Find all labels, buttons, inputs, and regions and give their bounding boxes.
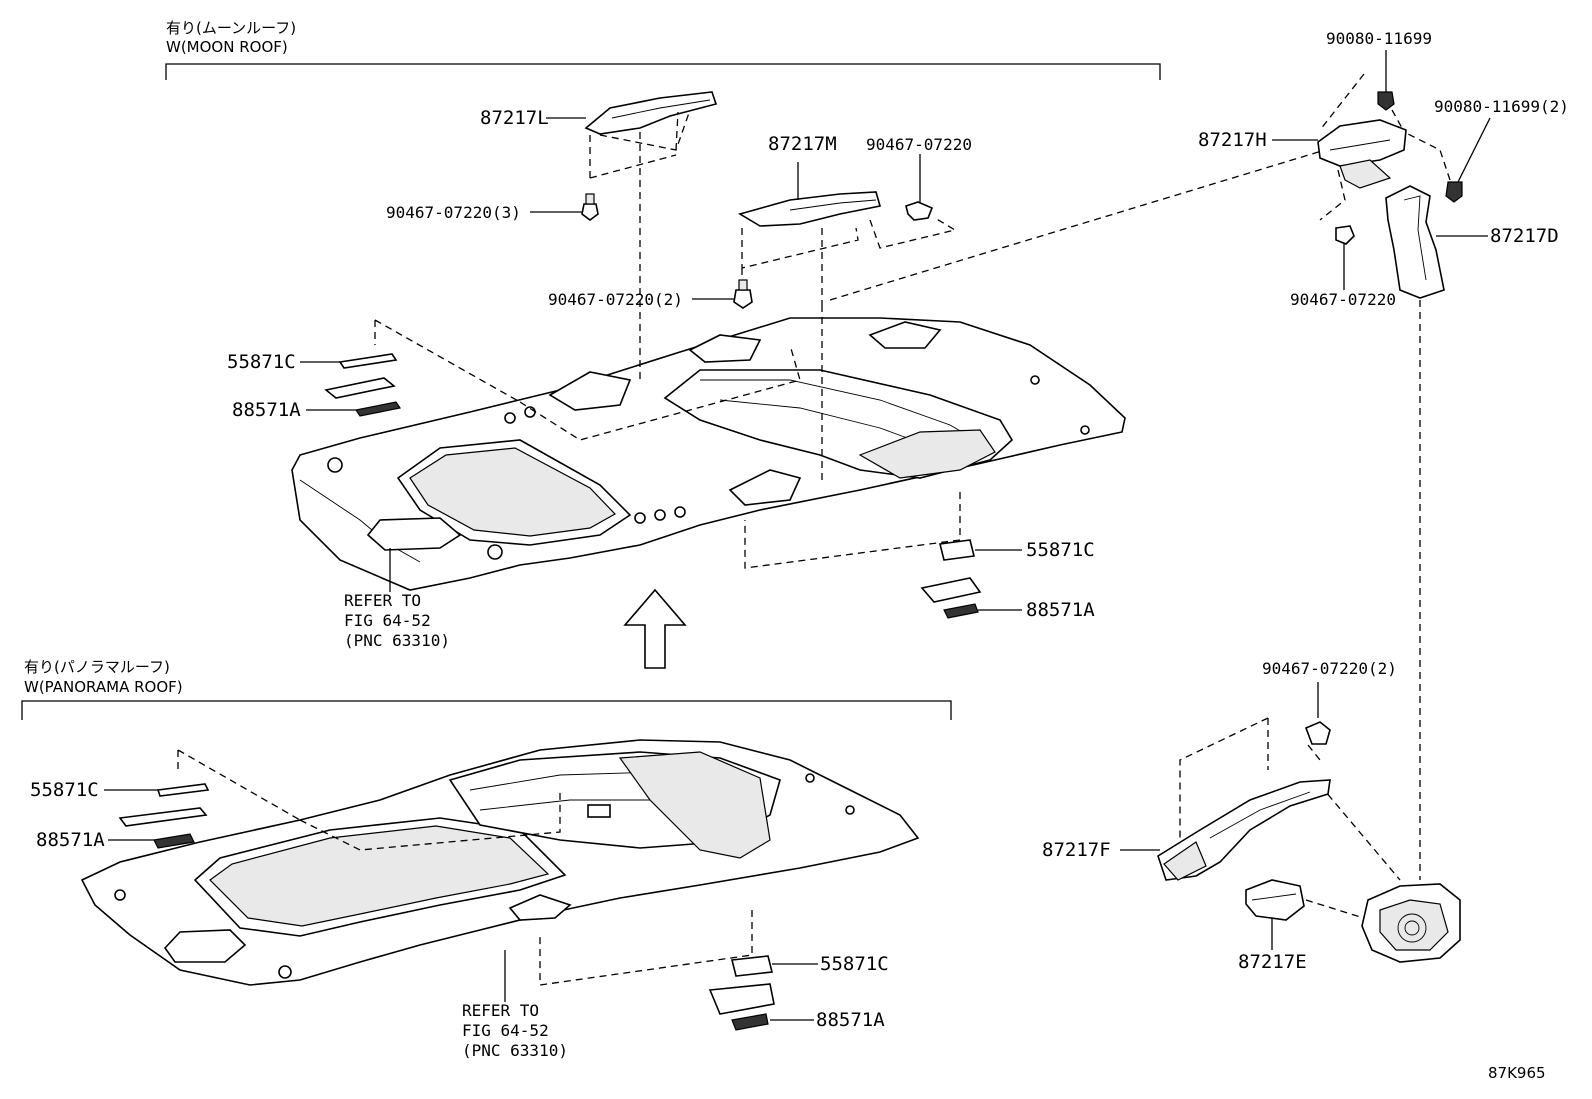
duct-87217E [1245, 879, 1305, 921]
clip-90467-07220-2-low [1304, 721, 1331, 745]
clip-90467-07220-3 [581, 193, 599, 221]
callout-87217H: 87217H [1198, 129, 1267, 151]
lamp-88571A-upper-right [943, 603, 979, 619]
screw-90080-11699-2 [1445, 181, 1463, 203]
callout-90467-07220-2-low: 90467-07220(2) [1262, 659, 1397, 678]
callout-87217F: 87217F [1042, 839, 1111, 861]
callout-55871C-4: 55871C [820, 953, 889, 975]
moon-roof-bracket [165, 63, 1161, 80]
callout-90467-07220-2-mid: 90467-07220(2) [548, 290, 683, 309]
callout-90467-07220-top: 90467-07220 [866, 135, 972, 154]
callout-88571A-3: 88571A [36, 829, 105, 851]
duct-87217L [584, 91, 718, 135]
callout-55871C-2: 55871C [1026, 539, 1095, 561]
callout-87217M: 87217M [768, 133, 837, 155]
clip-90467-07220-right [1335, 225, 1355, 245]
screw-90080-11699 [1377, 91, 1395, 111]
panorama-roof-bracket [21, 700, 952, 720]
callout-88571A-4: 88571A [816, 1009, 885, 1031]
panorama-roof-en-label: W(PANORAMA ROOF) [24, 678, 183, 696]
bezel-lower-right [708, 983, 775, 1015]
refer-lower-line1: REFER TO [462, 1001, 539, 1020]
callout-90467-07220-right: 90467-07220 [1290, 290, 1396, 309]
hvac-blower-unit [1361, 883, 1461, 963]
duct-87217F [1157, 779, 1331, 881]
callout-90080-11699-2: 90080-11699(2) [1434, 97, 1569, 116]
refer-lower-line3: (PNC 63310) [462, 1041, 568, 1060]
cover-55871C-lower-left [156, 783, 210, 797]
duct-87217H [1317, 119, 1407, 189]
bezel-upper-left [324, 377, 396, 399]
callout-87217D: 87217D [1490, 225, 1559, 247]
lamp-88571A-lower-left [153, 833, 195, 849]
cover-55871C-upper-right [939, 539, 975, 561]
refer-upper-line3: (PNC 63310) [344, 631, 450, 650]
bezel-lower-left [118, 807, 208, 827]
moon-roof-en-label: W(MOON ROOF) [166, 38, 288, 56]
clip-90467-07220-2-mid [733, 279, 753, 309]
lamp-88571A-lower-right [731, 1013, 769, 1031]
up-arrow-icon [623, 588, 687, 669]
cover-55871C-upper-left [338, 353, 398, 369]
callout-87217L: 87217L [480, 107, 549, 129]
callout-90467-07220-3: 90467-07220(3) [386, 203, 521, 222]
moon-roof-jp-label: 有り(ムーンルーフ) [166, 19, 296, 37]
refer-lower-line2: FIG 64-52 [462, 1021, 549, 1040]
headliner-panorama-roof [80, 739, 920, 986]
panorama-roof-jp-label: 有り(パノラマルーフ) [24, 658, 170, 676]
callout-88571A-1: 88571A [232, 399, 301, 421]
callout-88571A-2: 88571A [1026, 599, 1095, 621]
lamp-88571A-upper-left [355, 401, 401, 417]
callout-90080-11699: 90080-11699 [1326, 29, 1432, 48]
duct-87217M [737, 191, 882, 227]
refer-upper-line2: FIG 64-52 [344, 611, 431, 630]
callout-87217E: 87217E [1238, 951, 1307, 973]
refer-upper-line1: REFER TO [344, 591, 421, 610]
clip-90467-07220-top [905, 201, 934, 221]
cover-55871C-lower-right [731, 955, 773, 977]
figure-code: 87K965 [1488, 1064, 1546, 1082]
duct-87217D [1385, 185, 1445, 299]
callout-55871C-1: 55871C [227, 351, 296, 373]
bezel-upper-right [920, 577, 982, 603]
callout-55871C-3: 55871C [30, 779, 99, 801]
headliner-moon-roof [291, 317, 1126, 591]
